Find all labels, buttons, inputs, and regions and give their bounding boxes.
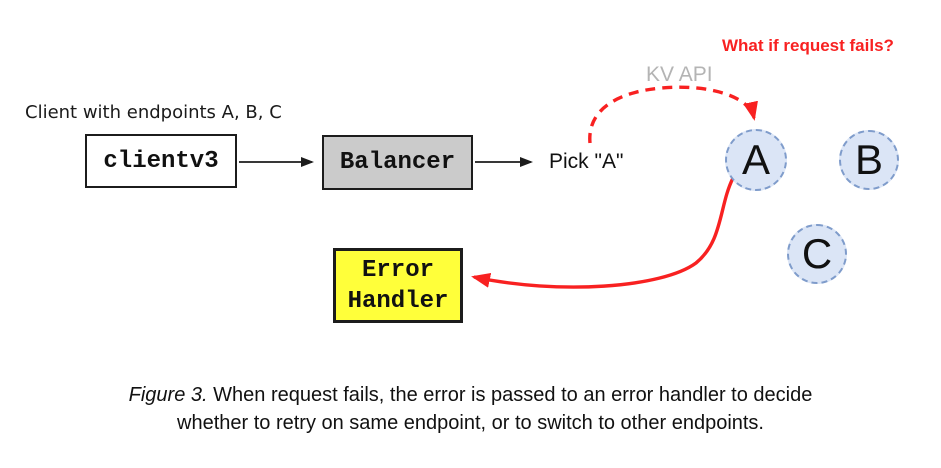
figure-caption-line1: Figure 3. When request fails, the error … — [0, 381, 941, 409]
endpoint-node-c-label: C — [801, 230, 833, 277]
error-handler-node: Error Handler — [333, 248, 463, 323]
balancer-node-label: Balancer — [339, 149, 456, 176]
figure-caption: Figure 3. When request fails, the error … — [0, 381, 941, 437]
figure-caption-line1-text: When request fails, the error is passed … — [213, 384, 813, 406]
arrow-failure-to-error-handler — [471, 177, 735, 289]
question-annotation: What if request fails? — [722, 36, 894, 55]
balancer-node: Balancer — [322, 135, 473, 190]
arrow-kv-request-dashed — [588, 85, 758, 144]
clientv3-node: clientv3 — [85, 134, 237, 188]
endpoint-node-b: B — [839, 130, 899, 190]
endpoint-node-c: C — [787, 224, 847, 284]
clientv3-node-label: clientv3 — [103, 147, 219, 175]
kv-api-label: KV API — [646, 63, 713, 86]
endpoint-node-b-label: B — [854, 136, 883, 183]
figure-caption-line2: whether to retry on same endpoint, or to… — [177, 412, 764, 434]
figure-number-label: Figure 3. — [128, 384, 208, 406]
error-handler-label-line2: Handler — [347, 287, 449, 315]
endpoint-node-a-label: A — [741, 136, 770, 183]
endpoint-node-a: A — [725, 129, 787, 191]
pick-a-label: Pick "A" — [549, 150, 624, 173]
error-handler-label-line1: Error — [361, 256, 434, 284]
client-endpoints-label: Client with endpoints A, B, C — [25, 102, 282, 123]
